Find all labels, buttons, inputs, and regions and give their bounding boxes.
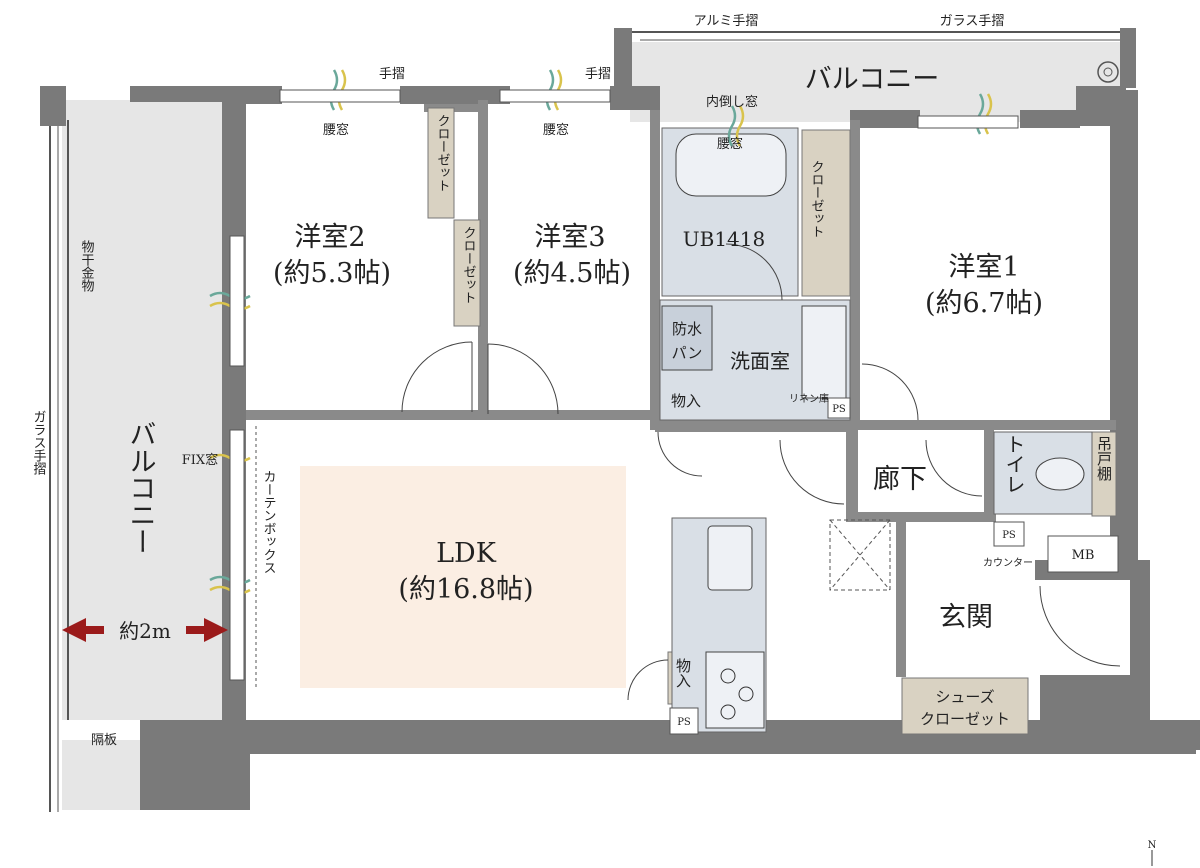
interior-walls	[246, 100, 1116, 677]
ps-b-label: PS	[677, 717, 691, 728]
ps-c-box	[993, 521, 1025, 547]
storage-b-label: 物入	[674, 658, 692, 688]
inward-tilt-window-label: 内倒し窓	[706, 94, 758, 110]
left-balcony-partition-area	[62, 740, 152, 810]
width-arrow	[62, 618, 228, 642]
washroom-label: 洗面室	[730, 349, 790, 373]
balcony-width-label: 約2m	[119, 619, 171, 643]
corridor-label: 廊下	[873, 464, 927, 495]
glass-rail-left-label: ガラス手摺	[31, 410, 47, 475]
western1-name: 洋室1	[948, 252, 1019, 283]
vanity	[801, 305, 847, 399]
left-wall-stub-top	[40, 86, 66, 126]
ps-a-label: PS	[832, 404, 846, 415]
top-balcony-area	[630, 42, 1120, 122]
western1-size: (約6.7帖)	[925, 288, 1043, 319]
waterproof-pan	[661, 305, 713, 371]
left-balcony-area	[62, 100, 224, 720]
waterproof-pan-label-1: 防水	[672, 320, 702, 338]
drying-rack-label: 物干金物	[79, 240, 95, 293]
handrail-b-label: 手摺	[585, 67, 611, 82]
shoes-closet-area	[901, 677, 1029, 735]
kitchen-sink	[707, 525, 753, 591]
ps-c-label: PS	[1002, 530, 1016, 541]
compass-label: N	[1148, 840, 1157, 851]
storage-a-label: 物入	[671, 392, 701, 410]
waist-window-a-label: 腰窓	[323, 122, 349, 138]
fix-window-label: FIX窓	[182, 452, 218, 468]
ldk-accent	[300, 466, 626, 688]
top-wall-left	[614, 28, 632, 100]
closet-b-label: クローゼット	[461, 226, 477, 304]
shoes-closet-label-1: シューズ	[935, 688, 994, 706]
ldk-size: (約16.8帖)	[398, 574, 533, 605]
drain-icon	[1097, 61, 1119, 83]
waist-window-b-label: 腰窓	[543, 122, 569, 138]
bathtub	[675, 133, 787, 197]
outer-walls	[140, 86, 1200, 810]
left-balcony-label: バルコニー	[125, 420, 156, 555]
door-arcs	[401, 243, 1121, 701]
glass-rail-top-label: ガラス手摺	[940, 14, 1005, 29]
closet-c-area	[801, 129, 851, 297]
partition-label: 隔板	[91, 733, 117, 748]
handrail-a-label: 手摺	[379, 67, 405, 82]
burner-icon	[738, 686, 754, 702]
window-frames	[229, 89, 1019, 681]
mb-label: MB	[1072, 548, 1095, 563]
stove	[705, 651, 765, 729]
counter-label: カウンター	[983, 557, 1033, 569]
toilet-bowl	[1035, 457, 1085, 491]
western3-name: 洋室3	[534, 222, 605, 253]
left-wall-top	[130, 86, 245, 102]
toilet-label: トイレ	[1002, 434, 1026, 494]
linen-label: リネン庫	[789, 392, 829, 405]
ps-b-box	[669, 707, 699, 735]
closet-c-label: クローゼット	[809, 160, 825, 238]
hanging-shelf-label: 吊戸棚	[1095, 436, 1113, 481]
western3-size: (約4.5帖)	[513, 258, 631, 289]
fridge-space	[829, 519, 891, 591]
closet-a-label: クローゼット	[435, 114, 451, 192]
western2-size: (約5.3帖)	[273, 258, 391, 289]
mb-box	[1047, 535, 1119, 573]
curtain-box-label: カーテンボックス	[261, 470, 276, 574]
bath-label: UB1418	[683, 227, 765, 251]
top-balcony-label: バルコニー	[805, 64, 939, 95]
waterproof-pan-label-2: パン	[672, 344, 703, 362]
entrance-label: 玄関	[939, 602, 993, 633]
aluminum-rail-label: アルミ手摺	[694, 14, 759, 29]
shoes-closet-label-2: クローゼット	[920, 710, 1010, 728]
closet-a-area	[427, 107, 455, 219]
waist-window-bath-label: 腰窓	[717, 136, 743, 152]
ps-a-box	[827, 397, 851, 419]
drain-icon-inner	[1103, 67, 1113, 77]
hanging-shelf-area	[1091, 431, 1117, 517]
western2-name: 洋室2	[294, 222, 365, 253]
burner-icon	[720, 704, 736, 720]
closet-b-area	[453, 219, 481, 327]
top-wall-right	[1120, 28, 1136, 88]
ldk-name: LDK	[436, 538, 497, 569]
burner-icon	[720, 668, 736, 684]
